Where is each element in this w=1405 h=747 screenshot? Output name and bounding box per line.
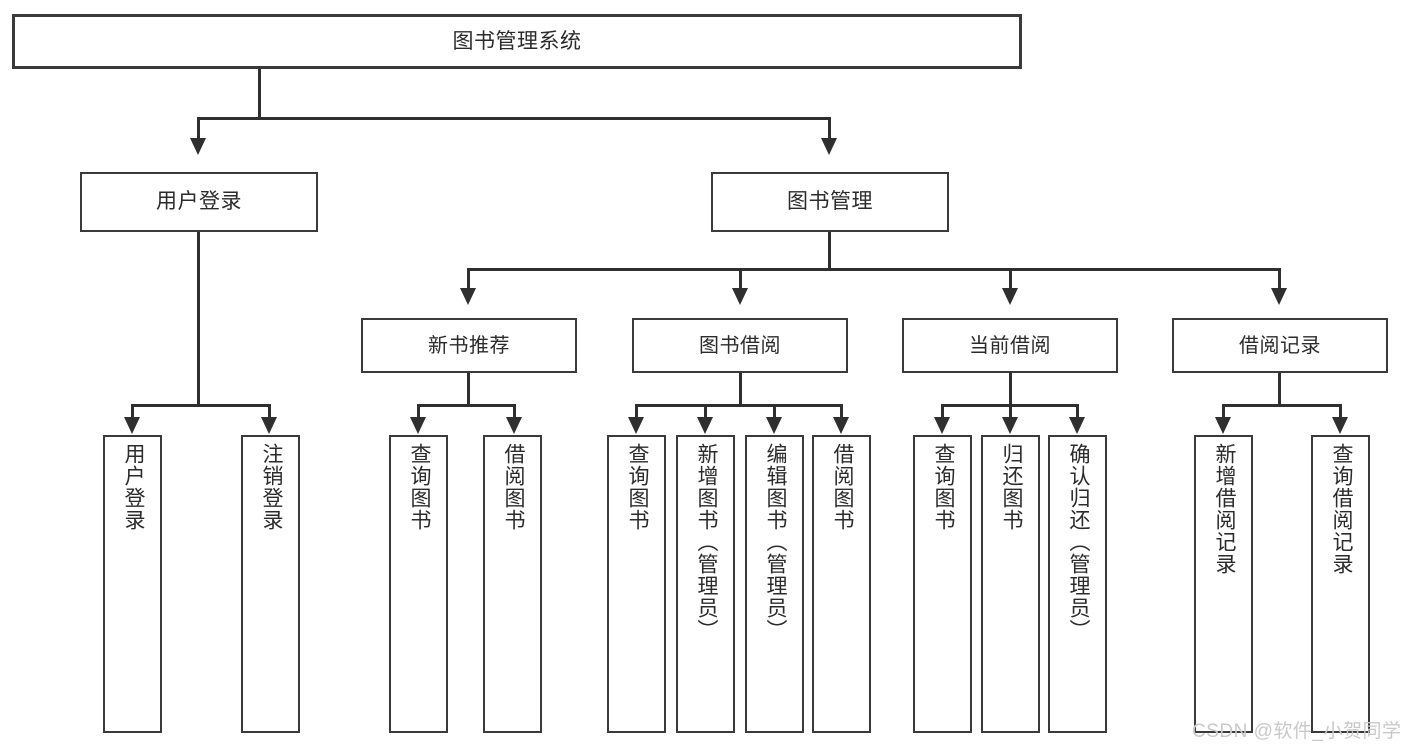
node-user-login[interactable]: 用户登录 xyxy=(80,172,318,232)
leaf-bb-borrow-book[interactable]: 借阅图书 xyxy=(812,435,871,733)
connector-root-to-book-management xyxy=(828,117,831,141)
node-label: 用户登录 xyxy=(156,190,242,214)
node-borrow-record[interactable]: 借阅记录 xyxy=(1172,318,1388,373)
connector-root-bus xyxy=(197,117,831,120)
leaf-bb-query-book[interactable]: 查询图书 xyxy=(607,435,666,733)
leaf-label: 查询图书 xyxy=(625,443,649,531)
arrowhead-new-book-recommend xyxy=(460,288,476,305)
leaf-cb-confirm-return-admin[interactable]: 确认归还（管理员） xyxy=(1048,435,1107,733)
connector-root-to-user-login xyxy=(197,117,200,141)
arrowhead-book-management xyxy=(821,138,837,155)
connector-cb-to-leaf-1 xyxy=(941,404,944,420)
leaf-cb-query-book[interactable]: 查询图书 xyxy=(913,435,972,733)
arrowhead-bb-leaf-1 xyxy=(628,417,644,434)
arrowhead-bb-leaf-4 xyxy=(833,417,849,434)
connector-user-login-to-leaf-1 xyxy=(131,404,134,420)
leaf-label: 查询图书 xyxy=(407,443,431,531)
node-book-management[interactable]: 图书管理 xyxy=(711,172,949,232)
connector-user-login-bus xyxy=(131,404,270,407)
leaf-label: 确认归还（管理员） xyxy=(1066,443,1090,641)
leaf-br-query-record[interactable]: 查询借阅记录 xyxy=(1311,435,1370,733)
leaf-label: 借阅图书 xyxy=(501,443,525,531)
leaf-label: 注销登录 xyxy=(259,443,283,531)
connector-bb-to-leaf-2 xyxy=(704,404,707,420)
leaf-label: 新增图书（管理员） xyxy=(694,443,718,641)
node-label: 借阅记录 xyxy=(1239,334,1321,357)
leaf-nbr-borrow-book[interactable]: 借阅图书 xyxy=(483,435,542,733)
connector-bb-to-leaf-3 xyxy=(773,404,776,420)
connector-to-borrow-record xyxy=(1278,268,1281,290)
connector-book-borrow-bus xyxy=(635,404,843,407)
arrowhead-cb-leaf-1 xyxy=(934,417,950,434)
connector-book-management-stem xyxy=(828,232,831,270)
connector-to-new-book-recommend xyxy=(467,268,470,290)
leaf-nbr-query-book[interactable]: 查询图书 xyxy=(389,435,448,733)
leaf-logout[interactable]: 注销登录 xyxy=(241,435,300,733)
leaf-br-add-record[interactable]: 新增借阅记录 xyxy=(1194,435,1253,733)
arrowhead-cb-leaf-3 xyxy=(1069,417,1085,434)
leaf-label: 借阅图书 xyxy=(830,443,854,531)
leaf-label: 新增借阅记录 xyxy=(1212,443,1236,575)
connector-book-borrow-stem xyxy=(739,373,742,407)
connector-bb-to-leaf-4 xyxy=(840,404,843,420)
leaf-label: 查询借阅记录 xyxy=(1329,443,1353,575)
node-label: 新书推荐 xyxy=(428,334,510,357)
leaf-label: 归还图书 xyxy=(999,443,1023,531)
node-book-borrow[interactable]: 图书借阅 xyxy=(632,318,848,373)
node-current-borrow[interactable]: 当前借阅 xyxy=(902,318,1118,373)
arrowhead-nbr-leaf-1 xyxy=(410,417,426,434)
arrowhead-br-leaf-1 xyxy=(1215,417,1231,434)
connector-nbr-to-leaf-1 xyxy=(417,404,420,420)
leaf-bb-add-book-admin[interactable]: 新增图书（管理员） xyxy=(676,435,735,733)
leaf-bb-edit-book-admin[interactable]: 编辑图书（管理员） xyxy=(745,435,804,733)
connector-to-book-borrow xyxy=(739,268,742,290)
leaf-label: 编辑图书（管理员） xyxy=(763,443,787,641)
arrowhead-br-leaf-2 xyxy=(1332,417,1348,434)
arrowhead-user-login xyxy=(190,138,206,155)
arrowhead-book-borrow xyxy=(732,288,748,305)
node-root-book-management-system[interactable]: 图书管理系统 xyxy=(12,14,1022,69)
connector-bb-to-leaf-1 xyxy=(635,404,638,420)
connector-borrow-record-stem xyxy=(1278,373,1281,407)
leaf-label: 用户登录 xyxy=(121,443,145,531)
connector-nbr-to-leaf-2 xyxy=(513,404,516,420)
node-label: 图书借阅 xyxy=(699,334,781,357)
node-new-book-recommend[interactable]: 新书推荐 xyxy=(361,318,577,373)
leaf-user-login[interactable]: 用户登录 xyxy=(103,435,162,733)
connector-to-current-borrow xyxy=(1009,268,1012,290)
connector-current-borrow-stem xyxy=(1009,373,1012,407)
watermark-text: CSDN @软件_小贺同学 xyxy=(1192,721,1402,742)
arrowhead-cb-leaf-2 xyxy=(1002,417,1018,434)
arrowhead-nbr-leaf-2 xyxy=(506,417,522,434)
node-label: 图书管理系统 xyxy=(452,29,582,53)
leaf-label: 查询图书 xyxy=(931,443,955,531)
arrowhead-current-borrow xyxy=(1002,288,1018,305)
node-label: 图书管理 xyxy=(787,190,873,214)
arrowhead-borrow-record xyxy=(1271,288,1287,305)
arrowhead-bb-leaf-3 xyxy=(766,417,782,434)
arrowhead-leaf-logout xyxy=(261,417,277,434)
connector-root-stem xyxy=(258,69,261,119)
arrowhead-bb-leaf-2 xyxy=(697,417,713,434)
connector-level2-bus xyxy=(467,268,1281,271)
connector-new-book-recommend-bus xyxy=(417,404,516,407)
arrowhead-leaf-user-login xyxy=(124,417,140,434)
connector-cb-to-leaf-2 xyxy=(1009,404,1012,420)
connector-new-book-recommend-stem xyxy=(467,373,470,407)
node-label: 当前借阅 xyxy=(969,334,1051,357)
connector-borrow-record-bus xyxy=(1222,404,1341,407)
connector-user-login-to-leaf-2 xyxy=(268,404,271,420)
leaf-cb-return-book[interactable]: 归还图书 xyxy=(981,435,1040,733)
connector-br-to-leaf-2 xyxy=(1339,404,1342,420)
connector-br-to-leaf-1 xyxy=(1222,404,1225,420)
connector-user-login-stem xyxy=(197,232,200,406)
connector-cb-to-leaf-3 xyxy=(1076,404,1079,420)
